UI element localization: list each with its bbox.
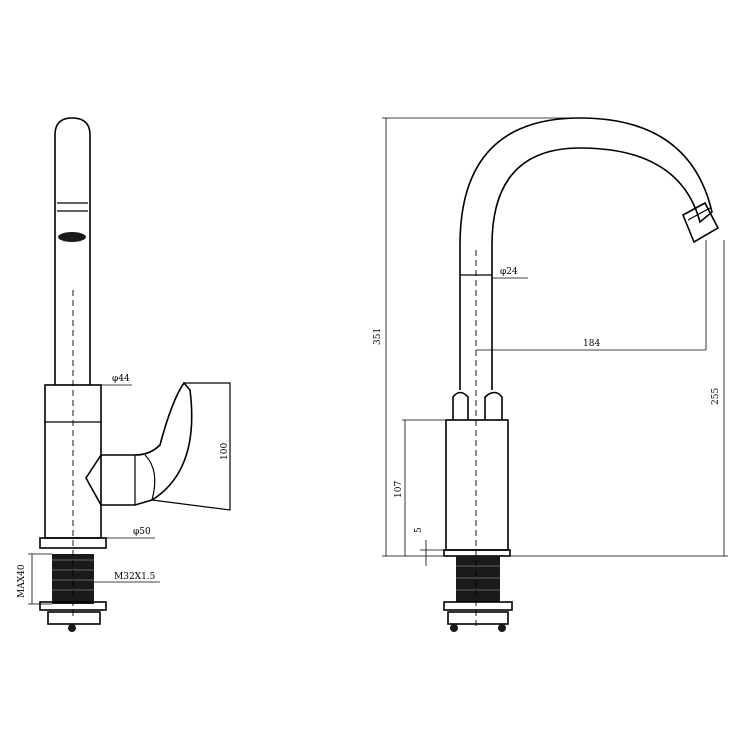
- side-view: φ44 100 φ50 MAX40 M32X1.5: [17, 117, 231, 632]
- dim-base-height: 5: [414, 527, 424, 533]
- dim-base-dia: φ50: [133, 527, 151, 537]
- front-bracket: [447, 611, 509, 625]
- lever-handle: [85, 381, 193, 506]
- dim-total-height: 351: [373, 328, 383, 345]
- front-view: 351 φ24 184 255 107 5: [373, 117, 728, 632]
- dim-reach: 184: [583, 339, 600, 349]
- dim-max-deck: MAX40: [17, 564, 27, 598]
- spout-tube: [54, 117, 91, 385]
- front-threaded-shank: [456, 556, 500, 602]
- dim-tube-dia: φ24: [500, 267, 518, 277]
- base-flange: [39, 537, 107, 549]
- aerator-outlet: [58, 232, 86, 242]
- gooseneck-spout: [459, 117, 713, 390]
- front-base: [443, 549, 511, 557]
- front-body: [445, 419, 509, 551]
- front-lock-nut: [443, 601, 513, 611]
- bracket: [47, 611, 101, 625]
- dim-outlet-height: 255: [711, 388, 721, 405]
- dim-thread: M32X1.5: [114, 572, 156, 582]
- outlet-head: [681, 201, 720, 244]
- dim-body-height: 107: [394, 481, 404, 498]
- dim-side-height: 100: [220, 443, 230, 460]
- dim-spout-dia: φ44: [112, 374, 130, 384]
